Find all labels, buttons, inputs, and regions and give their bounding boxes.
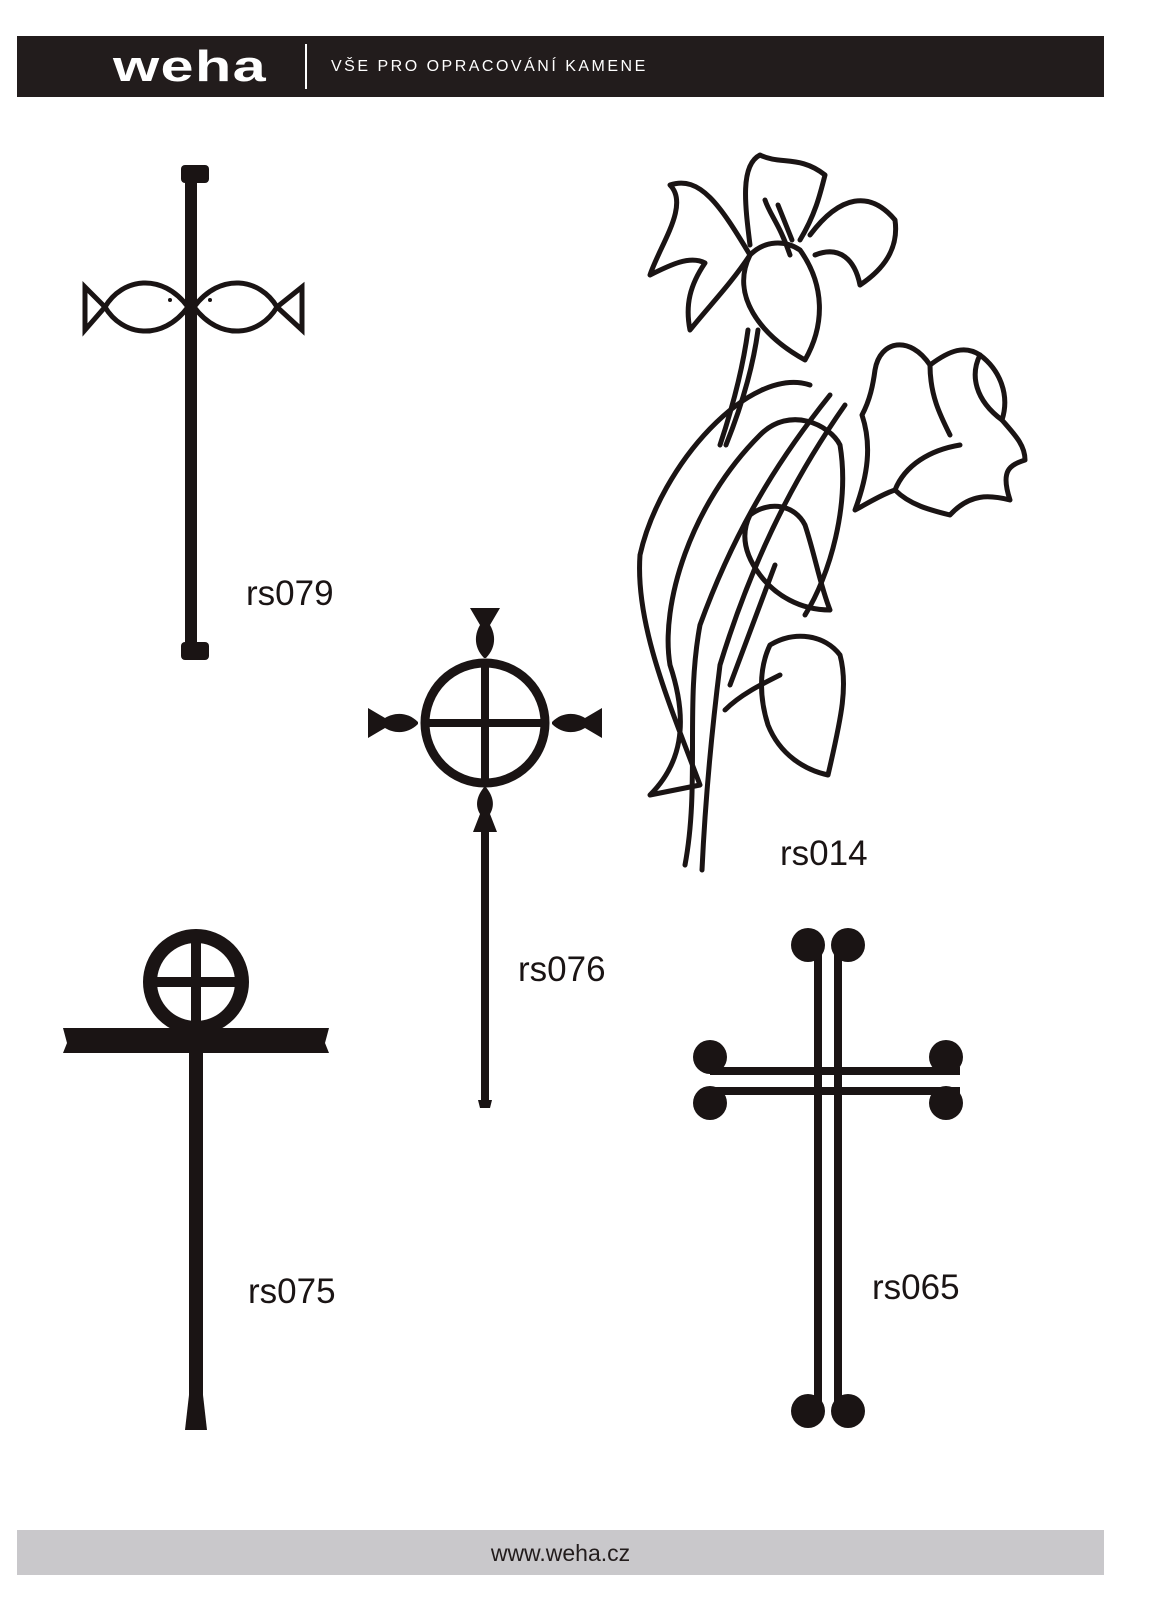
header-divider	[305, 44, 307, 89]
circle-cross-icon	[368, 608, 602, 1108]
item-code: rs079	[246, 574, 334, 613]
footer-bar: www.weha.cz	[17, 1530, 1104, 1575]
weha-logo: weha	[113, 42, 267, 91]
ball-cross-icon	[693, 928, 963, 1428]
item-code: rs065	[872, 1268, 960, 1307]
fish-cross-icon	[82, 165, 305, 660]
item-code: rs076	[518, 950, 606, 989]
celtic-cross-icon	[63, 929, 329, 1430]
item-code: rs014	[780, 834, 868, 873]
item-code: rs075	[248, 1272, 336, 1311]
header-tagline: VŠE PRO OPRACOVÁNÍ KAMENE	[331, 58, 648, 75]
header-bar: weha VŠE PRO OPRACOVÁNÍ KAMENE	[17, 36, 1104, 97]
footer-url[interactable]: www.weha.cz	[490, 1540, 631, 1566]
lily-rose-icon	[637, 152, 1028, 873]
